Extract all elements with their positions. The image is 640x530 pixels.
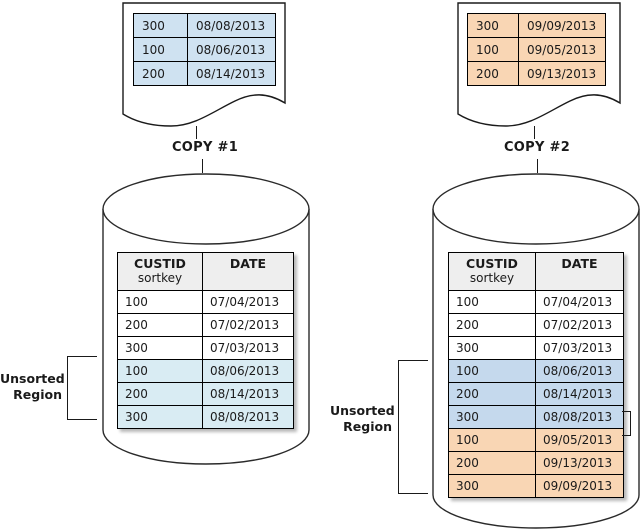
table-row-sorted: 200 07/02/2013: [117, 313, 294, 337]
custid-cell: 200: [117, 313, 203, 337]
custid-header-title: CUSTID: [466, 256, 518, 271]
date-cell: 07/04/2013: [202, 290, 294, 314]
custid-cell: 300: [448, 336, 536, 360]
custid-cell: 100: [448, 290, 536, 314]
connector-line: [534, 126, 535, 139]
copy1-table: 300 08/08/2013 100 08/06/2013 200 08/14/…: [133, 13, 276, 86]
custid-cell: 100: [117, 290, 203, 314]
custid-header-title: CUSTID: [134, 256, 186, 271]
left-unsorted-region-bracket: [67, 356, 97, 420]
custid-cell: 300: [133, 13, 188, 38]
custid-column-header: CUSTID sortkey: [448, 252, 536, 291]
table-row-unsorted-copy1: 200 08/14/2013: [448, 382, 624, 406]
label-line: Unsorted: [0, 371, 65, 386]
date-cell: 07/04/2013: [535, 290, 624, 314]
table-row-sorted: 300 07/03/2013: [448, 336, 624, 360]
date-cell: 09/09/2013: [535, 474, 624, 498]
sortkey-header-sub: sortkey: [469, 271, 515, 285]
table-row-sorted: 100 07/04/2013: [448, 290, 624, 314]
custid-cell: 100: [467, 37, 519, 62]
table-row-unsorted-copy2: 100 09/05/2013: [448, 428, 624, 452]
date-cell: 08/14/2013: [202, 382, 294, 406]
table-row-sorted: 100 07/04/2013: [117, 290, 294, 314]
table-row-unsorted: 200 08/14/2013: [117, 382, 294, 406]
custid-cell: 200: [133, 61, 188, 86]
table-row: 300 09/09/2013: [467, 13, 606, 38]
table-row: 200 08/14/2013: [133, 61, 276, 86]
custid-cell: 300: [467, 13, 519, 38]
table-row-unsorted: 100 08/06/2013: [117, 359, 294, 383]
copy2-label: COPY #2: [503, 140, 571, 155]
table-header-row: CUSTID sortkey DATE: [117, 252, 294, 291]
table-row-unsorted-copy2: 300 09/09/2013: [448, 474, 624, 498]
label-line: Unsorted: [330, 403, 395, 418]
table-row-unsorted-copy1: 100 08/06/2013: [448, 359, 624, 383]
left-cylinder-table: CUSTID sortkey DATE 100 07/04/2013 200 0…: [117, 252, 294, 429]
custid-cell: 100: [448, 359, 536, 383]
date-cell: 08/06/2013: [202, 359, 294, 383]
date-cell: 08/06/2013: [187, 37, 276, 62]
date-cell: 07/03/2013: [535, 336, 624, 360]
date-cell: 09/13/2013: [518, 61, 606, 86]
custid-cell: 200: [448, 382, 536, 406]
custid-cell: 100: [448, 428, 536, 452]
date-cell: 09/09/2013: [518, 13, 606, 38]
date-header-title: DATE: [561, 256, 598, 271]
connector-line: [196, 126, 197, 139]
right-unsorted-region-bracket: [398, 360, 428, 494]
custid-cell: 200: [448, 451, 536, 475]
sortkey-header-sub: sortkey: [137, 271, 183, 285]
custid-cell: 300: [448, 474, 536, 498]
custid-cell: 100: [117, 359, 203, 383]
table-row-unsorted-copy2: 200 09/13/2013: [448, 451, 624, 475]
right-cylinder-table: CUSTID sortkey DATE 100 07/04/2013 200 0…: [448, 252, 624, 498]
table-row-unsorted-copy1: 300 08/08/2013: [448, 405, 624, 429]
date-cell: 07/03/2013: [202, 336, 294, 360]
date-cell: 07/02/2013: [535, 313, 624, 337]
custid-cell: 200: [448, 313, 536, 337]
date-header-title: DATE: [229, 256, 267, 271]
date-cell: 09/13/2013: [535, 451, 624, 475]
custid-cell: 200: [467, 61, 519, 86]
date-cell: 09/05/2013: [535, 428, 624, 452]
custid-cell: 300: [117, 405, 203, 429]
custid-column-header: CUSTID sortkey: [117, 252, 203, 291]
table-row: 100 08/06/2013: [133, 37, 276, 62]
date-column-header: DATE: [202, 252, 294, 291]
table-row-sorted: 300 07/03/2013: [117, 336, 294, 360]
date-cell: 09/05/2013: [518, 37, 606, 62]
date-cell: 08/08/2013: [202, 405, 294, 429]
date-column-header: DATE: [535, 252, 624, 291]
custid-cell: 300: [448, 405, 536, 429]
right-unsorted-region-label: Unsorted Region: [330, 403, 395, 435]
date-cell: 08/14/2013: [187, 61, 276, 86]
label-line: Region: [13, 387, 62, 402]
custid-cell: 300: [117, 336, 203, 360]
date-cell: 08/08/2013: [187, 13, 276, 38]
table-row: 300 08/08/2013: [133, 13, 276, 38]
label-line: Region: [343, 419, 392, 434]
copy2-table: 300 09/09/2013 100 09/05/2013 200 09/13/…: [467, 13, 606, 86]
batch-boundary-bracket: [622, 411, 631, 436]
connector-line: [202, 159, 203, 173]
custid-cell: 200: [117, 382, 203, 406]
table-row-sorted: 200 07/02/2013: [448, 313, 624, 337]
table-row: 100 09/05/2013: [467, 37, 606, 62]
connector-line: [537, 159, 538, 173]
table-row-unsorted: 300 08/08/2013: [117, 405, 294, 429]
table-row: 200 09/13/2013: [467, 61, 606, 86]
date-cell: 07/02/2013: [202, 313, 294, 337]
custid-cell: 100: [133, 37, 188, 62]
date-cell: 08/14/2013: [535, 382, 624, 406]
date-cell: 08/08/2013: [535, 405, 624, 429]
date-cell: 08/06/2013: [535, 359, 624, 383]
table-header-row: CUSTID sortkey DATE: [448, 252, 624, 291]
copy1-label: COPY #1: [171, 140, 239, 155]
left-unsorted-region-label: Unsorted Region: [0, 371, 65, 403]
